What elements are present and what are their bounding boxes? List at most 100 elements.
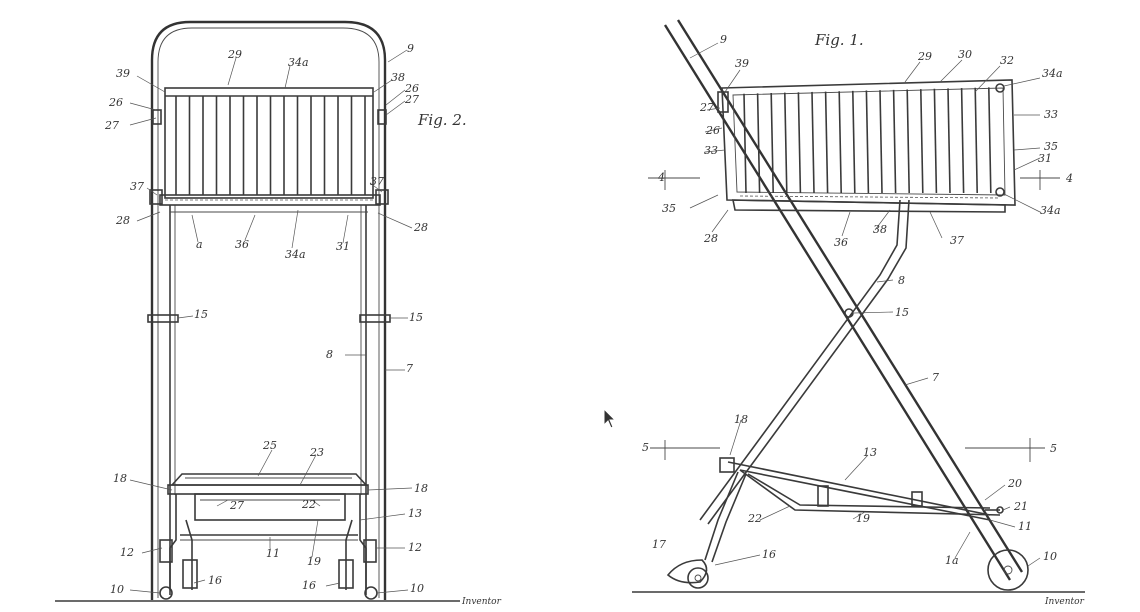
- diagonal-member-8b: [707, 199, 910, 525]
- ref-4-left: 4: [657, 171, 665, 184]
- handle-frame-inner: [157, 27, 380, 598]
- ref-15-left: 15: [194, 308, 208, 321]
- ref-31: 31: [336, 240, 350, 253]
- basket-bar: [811, 91, 815, 194]
- ref-10-fig1: 10: [1043, 550, 1057, 563]
- ref-27-lower: 27: [229, 499, 244, 512]
- ref-31-fig1: 31: [1038, 152, 1052, 165]
- left-fork: [169, 494, 177, 590]
- ref-33-fig1-right: 33: [1044, 108, 1058, 121]
- ref-28-left: 28: [115, 214, 130, 227]
- corner-34a-bottom: [995, 187, 1005, 197]
- pivot-18: [719, 457, 735, 473]
- ref-12-right: 12: [408, 541, 422, 554]
- ref-22-fig1: 22: [747, 512, 762, 525]
- ref-4-right: 4: [1065, 172, 1073, 185]
- ref-5-right: 5: [1050, 442, 1057, 455]
- ref-33-fig1-left: 33: [704, 144, 718, 157]
- ref-18-right: 18: [414, 482, 428, 495]
- basket-bar: [838, 91, 842, 194]
- figure-2-leader-lines: [129, 49, 413, 594]
- ref-19-fig1: 19: [856, 512, 870, 525]
- basket-bar: [974, 87, 978, 194]
- ref-34a: 34a: [288, 56, 309, 69]
- ref-37-left: 37: [130, 180, 144, 193]
- ref-25: 25: [262, 439, 277, 452]
- pivot-15: [844, 308, 854, 318]
- handle-member: [663, 24, 1012, 581]
- basket-bar: [852, 90, 856, 194]
- ref-37-right: 37: [370, 175, 384, 188]
- ref-5-left: 5: [642, 441, 649, 454]
- mouse-cursor-icon: [603, 408, 617, 429]
- corner-34a-top: [995, 83, 1005, 93]
- clamp-lower: [817, 485, 829, 507]
- lower-cross-frame: [194, 493, 346, 521]
- ref-15-right: 15: [409, 311, 423, 324]
- ref-20-fig1: 20: [1007, 477, 1022, 490]
- ref-39: 39: [116, 67, 130, 80]
- ref-34a-fig1-top: 34a: [1042, 67, 1063, 80]
- ref-28-fig1: 28: [703, 232, 718, 245]
- basket-bars-fig1: [743, 87, 992, 194]
- front-fork-2: [711, 473, 747, 563]
- right-fork: [359, 494, 367, 590]
- diagonal-member-8: [699, 199, 901, 521]
- handle-frame: [150, 20, 387, 600]
- ref-19: 19: [307, 555, 321, 568]
- foot-rest-17: [666, 559, 708, 584]
- inventor-label-fig2: Inventor: [461, 597, 502, 607]
- ref-29-fig1: 29: [917, 50, 932, 63]
- ref-39-fig1: 39: [735, 57, 749, 70]
- ref-36-fig1: 36: [834, 236, 848, 249]
- ref-1a-fig1: 1a: [945, 554, 959, 567]
- ref-7-fig1: 7: [932, 371, 939, 384]
- hinge-left: [152, 109, 162, 125]
- basket-bottom-frame-fig1: [732, 199, 1006, 213]
- ref-13: 13: [408, 507, 422, 520]
- ref-10-left: 10: [110, 583, 124, 596]
- pivot-clamp-left: [147, 314, 179, 323]
- basket-bar: [879, 90, 883, 194]
- ref-12-left: 12: [120, 546, 134, 559]
- ref-38-fig1: 38: [873, 223, 887, 236]
- lower-rail-22: [747, 473, 991, 509]
- ref-26-left: 26: [108, 96, 123, 109]
- ref-21-fig1: 21: [1013, 500, 1028, 513]
- basket-bar: [770, 92, 774, 194]
- basket-bars: [175, 96, 366, 195]
- ref-16-right: 16: [302, 579, 316, 592]
- ref-16-fig1: 16: [762, 548, 776, 561]
- figure-1-side-view: Fig. 1. 9 39 29 30 32 34a 27 26 33 33 35…: [632, 19, 1085, 607]
- ref-27-left: 27: [104, 119, 119, 132]
- figure-1-leader-lines: [689, 42, 1041, 567]
- ref-27-fig1: 27: [699, 101, 714, 114]
- lower-rail-19: [739, 469, 1001, 516]
- lower-rail-13b: [739, 469, 991, 521]
- basket-bar: [906, 89, 910, 194]
- ref-a: a: [196, 238, 203, 251]
- basket-bar: [988, 87, 992, 194]
- rear-wheel-hub: [1003, 565, 1013, 575]
- ref-13-fig1: 13: [863, 446, 877, 459]
- hinge-fig1: [717, 91, 729, 113]
- front-wheel-hub: [694, 574, 702, 582]
- ref-38: 38: [391, 71, 405, 84]
- lower-platform-top: [170, 473, 368, 486]
- basket-bar: [920, 89, 924, 194]
- bracket-12-right: [363, 539, 377, 563]
- figure-2-front-view: Fig. 2. 29 34a 9 39 38 26 26 27 27 37 37…: [55, 20, 502, 607]
- lower-rail-13: [727, 461, 991, 516]
- basket-floor-hidden-fig1: [739, 195, 1001, 199]
- ref-36: 36: [235, 238, 249, 251]
- ref-27-right: 27: [404, 93, 419, 106]
- basket-bottom-frame: [159, 194, 381, 206]
- ref-18-fig1: 18: [734, 413, 748, 426]
- ref-28-right: 28: [413, 221, 428, 234]
- bracket-12-left: [159, 539, 173, 563]
- basket-bar: [865, 90, 870, 194]
- basket-outline: [164, 87, 374, 199]
- ref-32-fig1: 32: [1000, 54, 1014, 67]
- bracket-left: [149, 189, 163, 205]
